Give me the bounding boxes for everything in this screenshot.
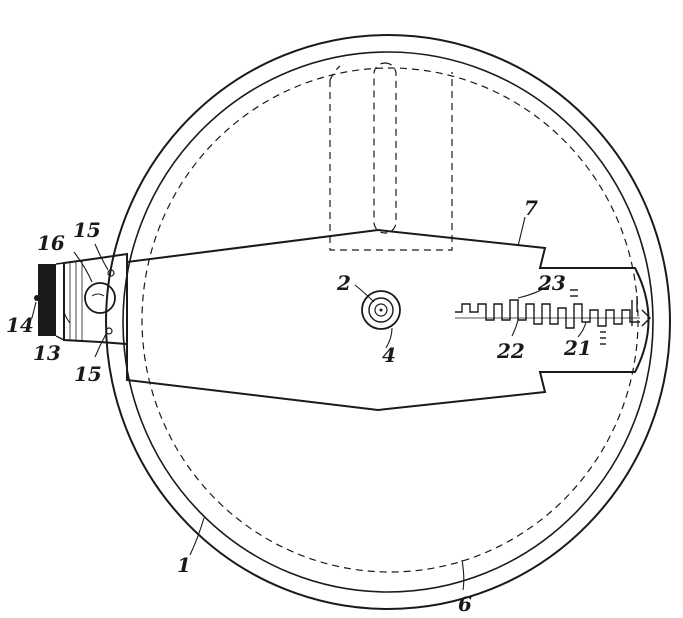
inner-disc-dashed-outline xyxy=(141,67,639,573)
label-center-pin: 2 xyxy=(336,271,351,295)
label-inner-disc: 6 xyxy=(458,592,472,616)
slot-frame-dashed xyxy=(329,62,453,251)
pointer-arm xyxy=(126,228,650,412)
label-end-block: 13 xyxy=(33,341,61,365)
screw-top-icon xyxy=(107,269,115,277)
label-scale-lower-left: 22 xyxy=(496,339,525,363)
scale-rack xyxy=(455,289,651,345)
label-screw-bottom: 15 xyxy=(74,362,102,386)
label-scale-lower-right: 21 xyxy=(563,336,592,360)
center-hub xyxy=(361,290,401,330)
leader-lines xyxy=(31,216,587,591)
label-screw-top: 15 xyxy=(73,218,101,242)
knob-icon xyxy=(84,282,116,314)
label-knob: 16 xyxy=(37,231,65,255)
label-end-cap: 14 xyxy=(6,313,34,337)
label-center-washer: 4 xyxy=(382,343,396,367)
label-pointer-arm: 7 xyxy=(524,196,538,220)
screw-bottom-icon xyxy=(105,327,113,335)
end-cap xyxy=(34,262,65,341)
end-block xyxy=(63,252,128,346)
label-scale-upper: 23 xyxy=(537,271,566,295)
label-outer-rim: 1 xyxy=(177,553,191,577)
outer-rim xyxy=(105,34,671,610)
